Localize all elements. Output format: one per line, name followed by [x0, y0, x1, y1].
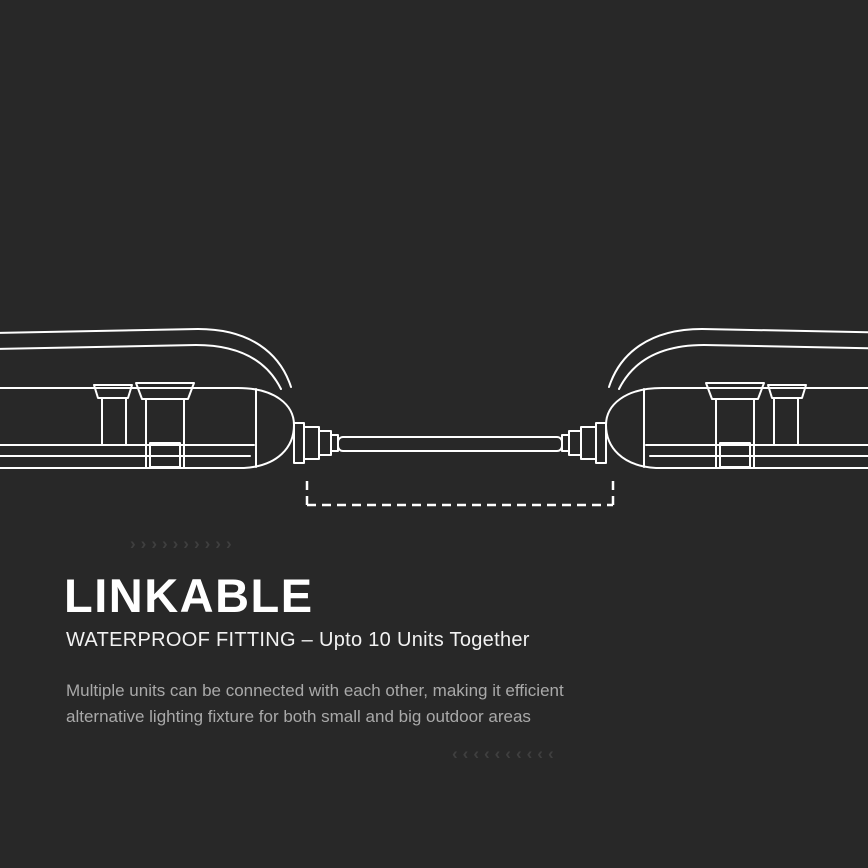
- link-span-bracket: [305, 481, 615, 507]
- description-line-1: Multiple units can be connected with eac…: [66, 681, 564, 700]
- description-line-2: alternative lighting fixture for both sm…: [66, 707, 531, 727]
- chevrons-right-icon: ››››››››››: [130, 534, 237, 553]
- chevrons-left-icon: ‹‹‹‹‹‹‹‹‹‹: [452, 744, 559, 763]
- feature-subtitle: WATERPROOF FITTING – Upto 10 Units Toget…: [66, 629, 530, 651]
- link-cable: [337, 436, 563, 452]
- linkable-fittings-illustration: [0, 328, 868, 507]
- right-fixture: [561, 328, 868, 469]
- left-fixture: [0, 328, 339, 469]
- feature-description: Multiple units can be connected with eac…: [66, 678, 564, 731]
- feature-title: LINKABLE: [64, 569, 314, 622]
